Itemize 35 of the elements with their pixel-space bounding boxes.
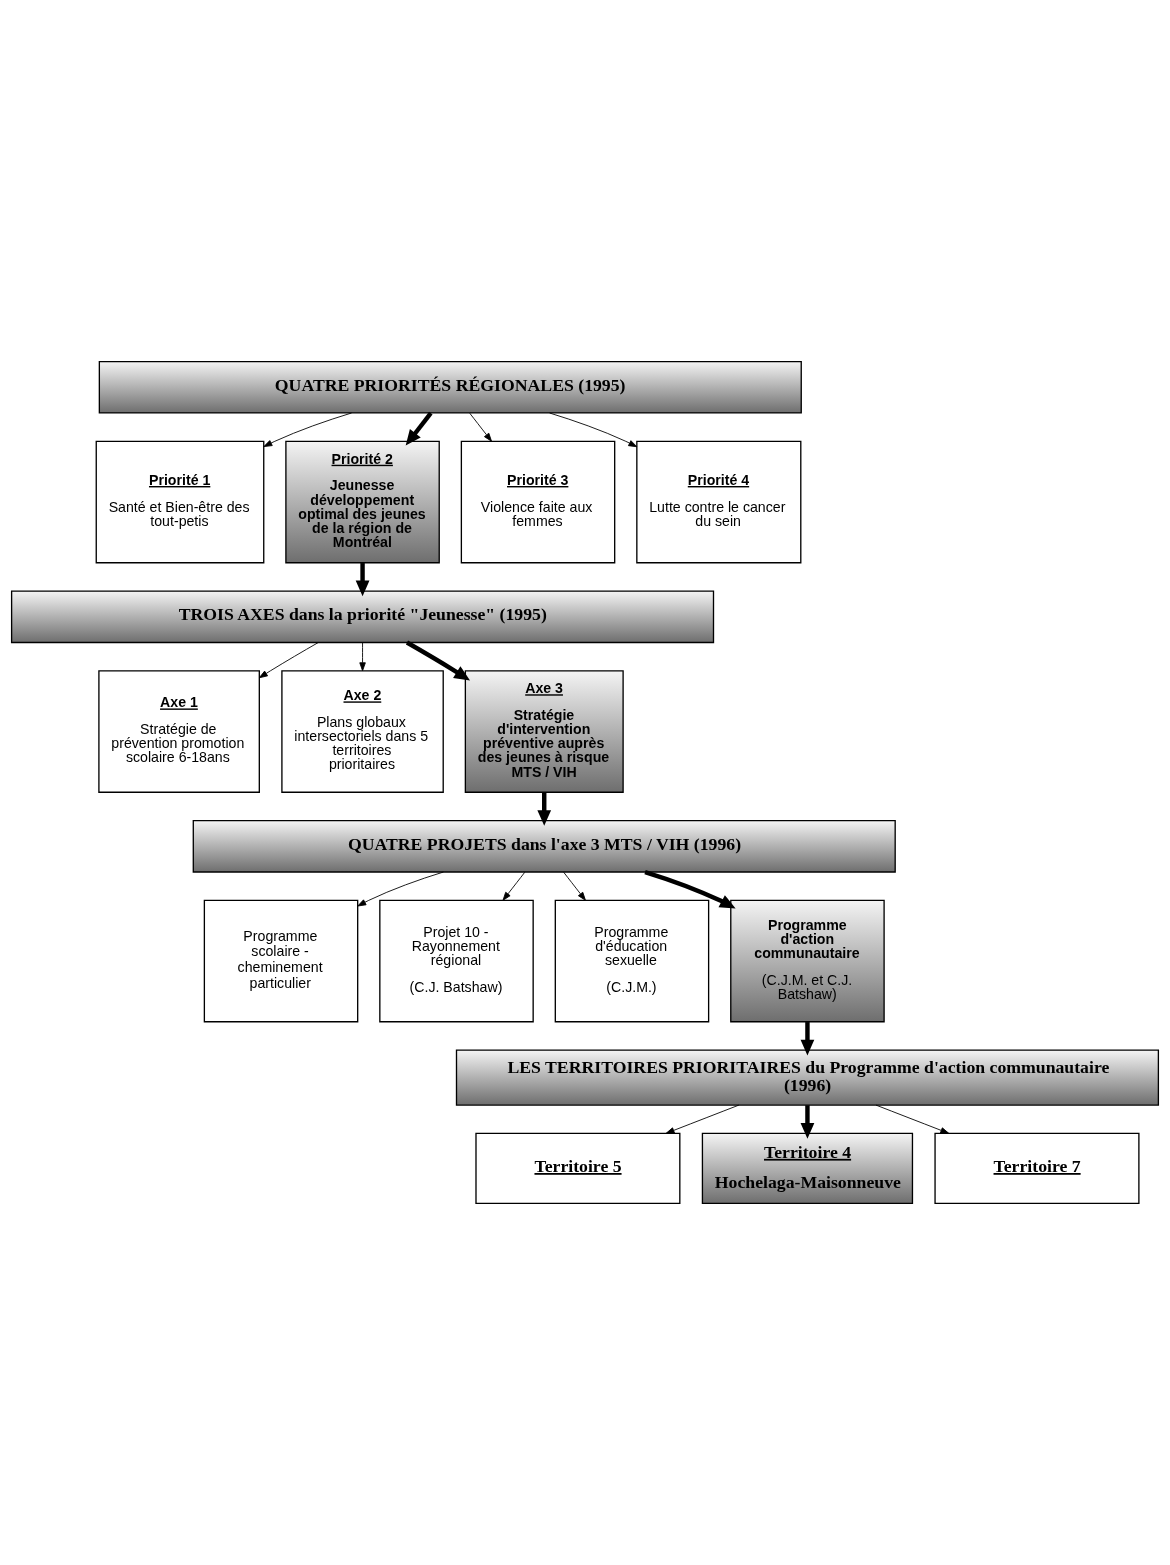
- arrow: [665, 1104, 740, 1134]
- node-box: Axe 1 Stratégie de prévention promotion scolaire 6-18ans: [98, 670, 260, 793]
- arrow: [502, 871, 526, 901]
- node-box: Programme d'éducation sexuelle (C.J.M.): [554, 899, 710, 1023]
- node-box: Territoire 7: [934, 1132, 1140, 1205]
- arrow: [405, 411, 433, 446]
- node-box: LES TERRITOIRES PRIORITAIRES du Programme d'action communautaire (1996): [455, 1049, 1160, 1106]
- arrow: [258, 642, 319, 679]
- arrow: [355, 563, 370, 597]
- node-box: Priorité 4 Lutte contre le cancer du sein: [636, 440, 802, 564]
- node-box: Priorité 3 Violence faite aux femmes: [460, 440, 616, 564]
- arrow: [800, 1105, 815, 1139]
- arrow: [405, 640, 470, 681]
- node-box: Axe 2 Plans globaux intersectoriels dans 5 territoires prioritaires: [281, 670, 444, 793]
- node-box: Axe 3 Stratégie d'intervention préventive auprès des jeunes à risque MTS / VIH: [464, 670, 624, 793]
- arrow: [469, 412, 492, 442]
- node-box: TROIS AXES dans la priorité "Jeunesse" (1995): [10, 590, 715, 644]
- arrow: [263, 412, 353, 448]
- arrow: [563, 871, 586, 901]
- node-box: Programme d'action communautaire (C.J.M. et C.J. Batshaw): [730, 899, 885, 1023]
- arrow: [549, 412, 638, 448]
- node-box: Territoire 5: [475, 1132, 681, 1205]
- arrow: [875, 1104, 950, 1134]
- node-box: Projet 10 - Rayonnement régional (C.J. Batshaw): [379, 899, 534, 1023]
- node-box: Programme scolaire - cheminement particulier: [203, 899, 359, 1023]
- arrow: [537, 792, 552, 826]
- arrow: [359, 642, 366, 672]
- node-box: Priorité 2 Jeunesse développement optimal des jeunes de la région de Montréal: [285, 440, 440, 564]
- node-box: QUATRE PROJETS dans l'axe 3 MTS / VIH (1996): [192, 819, 896, 873]
- node-box: Priorité 1 Santé et Bien-être des tout-petis: [95, 440, 265, 564]
- arrow: [357, 871, 444, 907]
- arrow: [644, 869, 736, 909]
- node-box: QUATRE PRIORITÉS RÉGIONALES (1995): [98, 360, 802, 414]
- arrow: [800, 1022, 815, 1056]
- node-box: Territoire 4 Hochelaga-Maisonneuve: [701, 1132, 914, 1205]
